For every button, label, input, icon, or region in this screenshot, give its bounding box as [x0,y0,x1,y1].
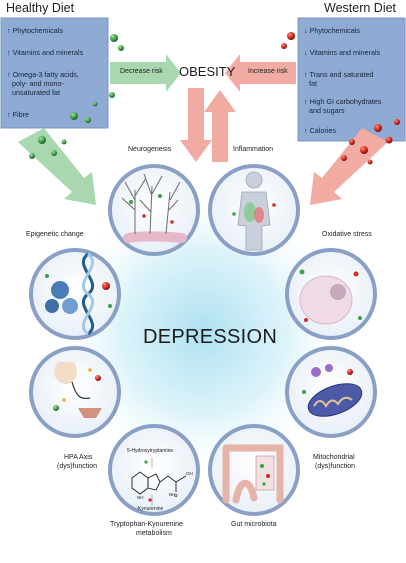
neurogenesis-label: Neurogenesis [128,146,172,153]
neurogenesis-circle [108,164,200,256]
mitochondrial-label: Mitochondrial [313,454,355,461]
mitochondrial-circle [285,346,377,438]
tryptophan-label: Tryptophan-Kynurenine [110,521,183,528]
healthy-item-vitamins: ↑ Vitamins and minerals [7,48,84,57]
mito-dysfunction-label: (dys)function [315,463,356,470]
healthy-diet-title: Healthy Diet [6,1,75,15]
western-item-calories: ↑ Calories [304,126,336,135]
western-to-depression-arrow [310,128,388,205]
increase-risk-arrow [225,54,296,92]
western-item-high-gi-1: ↑ High GI carbohydrates [304,97,382,106]
depression-label: DEPRESSION [143,326,278,348]
molecule-kynurenine-label: Kynurenine [138,506,164,512]
center-glow [53,182,353,482]
western-item-vitamins: ↓ Vitamins and minerals [304,48,381,57]
gut-microbiota-label: Gut microbiota [231,521,277,528]
gut-microbiota-circle [208,424,300,516]
healthy-item-unsaturated-2: unsaturated fat [12,88,60,97]
western-item-high-gi-2: and sugars [309,106,345,115]
oxidative-stress-label: Oxidative stress [322,231,372,238]
inflammation-label: Inflammation [233,146,274,153]
molecule-oh-label: OH [186,471,193,476]
healthy-item-omega3: ↑ Omega-3 fatty acids, [7,70,79,79]
western-item-trans-fat-1: ↑ Trans and saturated [304,70,374,79]
molecule-nh-label: NH [137,495,144,500]
epigenetic-circle [29,248,121,340]
healthy-nutrient-balls [29,34,124,159]
healthy-item-fibre: ↑ Fibre [7,110,29,119]
hpa-axis-label: HPA Axis [64,454,93,461]
western-diet-title: Western Diet [324,1,397,15]
healthy-item-phytochemicals: ↑ Phytochemicals [7,26,63,35]
hpa-dysfunction-label: (dys)function [57,463,98,470]
hpa-axis-circle [29,346,121,438]
decrease-risk-arrow [110,54,181,92]
epigenetic-label: Epigenetic change [26,231,84,238]
oxidative-stress-circle [285,248,377,340]
healthy-to-depression-arrow [18,128,96,205]
obesity-down-arrow [180,88,212,162]
obesity-up-arrow [204,90,236,162]
western-item-trans-fat-2: fat [309,79,317,88]
western-item-phytochemicals: ↓ Phytochemicals [304,26,360,35]
western-nutrient-balls [281,32,400,165]
molecule-serotonin-label: 5-Hydroxytryptamine [127,448,174,454]
obesity-label: OBESITY [179,64,236,79]
healthy-diet-box [0,17,109,129]
molecule-nh2-label: NH₂ [169,492,178,497]
increase-risk-label: Increase risk [248,68,288,75]
tryptophan-circle [108,424,200,516]
decrease-risk-label: Decrease risk [120,68,163,75]
tryptophan-metabolism-label: metabolism [136,530,172,537]
healthy-item-unsaturated-1: poly- and mono- [12,79,64,88]
inflammation-circle [208,164,300,256]
molecule-o-label: O [174,493,178,498]
